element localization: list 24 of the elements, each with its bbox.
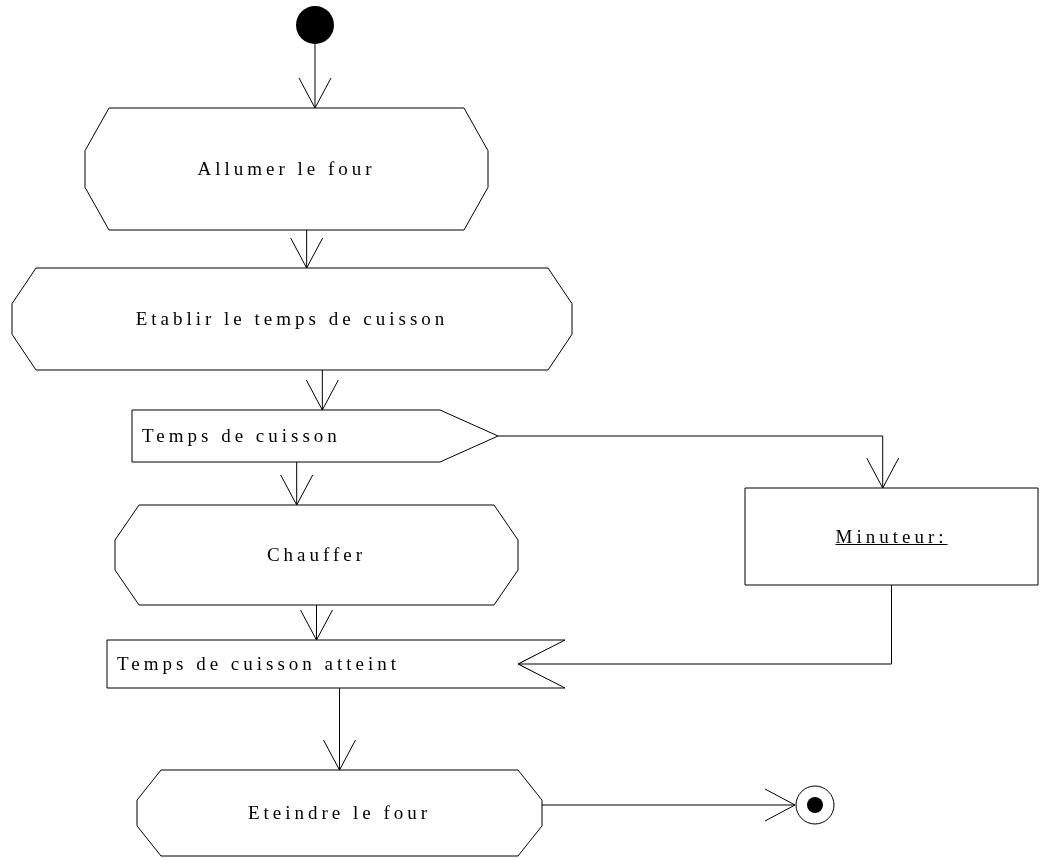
arrow [290,229,324,269]
object-box [745,488,1038,585]
send-signal [132,410,498,462]
arrow [497,435,900,489]
node-label: Eteindre le four [247,802,432,824]
action-state [12,268,572,370]
node-label: Temps de cuisson [142,425,341,447]
node-label: Chauffer [266,544,367,566]
arrow [305,369,339,411]
initial-node [296,6,334,44]
arrow [280,461,314,506]
node-label: Etablir le temps de cuisson [135,308,449,330]
node-label: Temps de cuisson atteint [117,653,401,675]
action-state [85,108,488,230]
action-state [115,505,518,605]
arrow [541,788,796,822]
node-label: Minuteur: [835,525,948,548]
node-label: Allumer le four [197,158,376,180]
arrow [298,43,332,109]
receive-signal [107,640,565,688]
arrow [300,604,333,641]
arrow [323,687,356,771]
action-state [137,770,542,856]
final-node [795,785,835,825]
